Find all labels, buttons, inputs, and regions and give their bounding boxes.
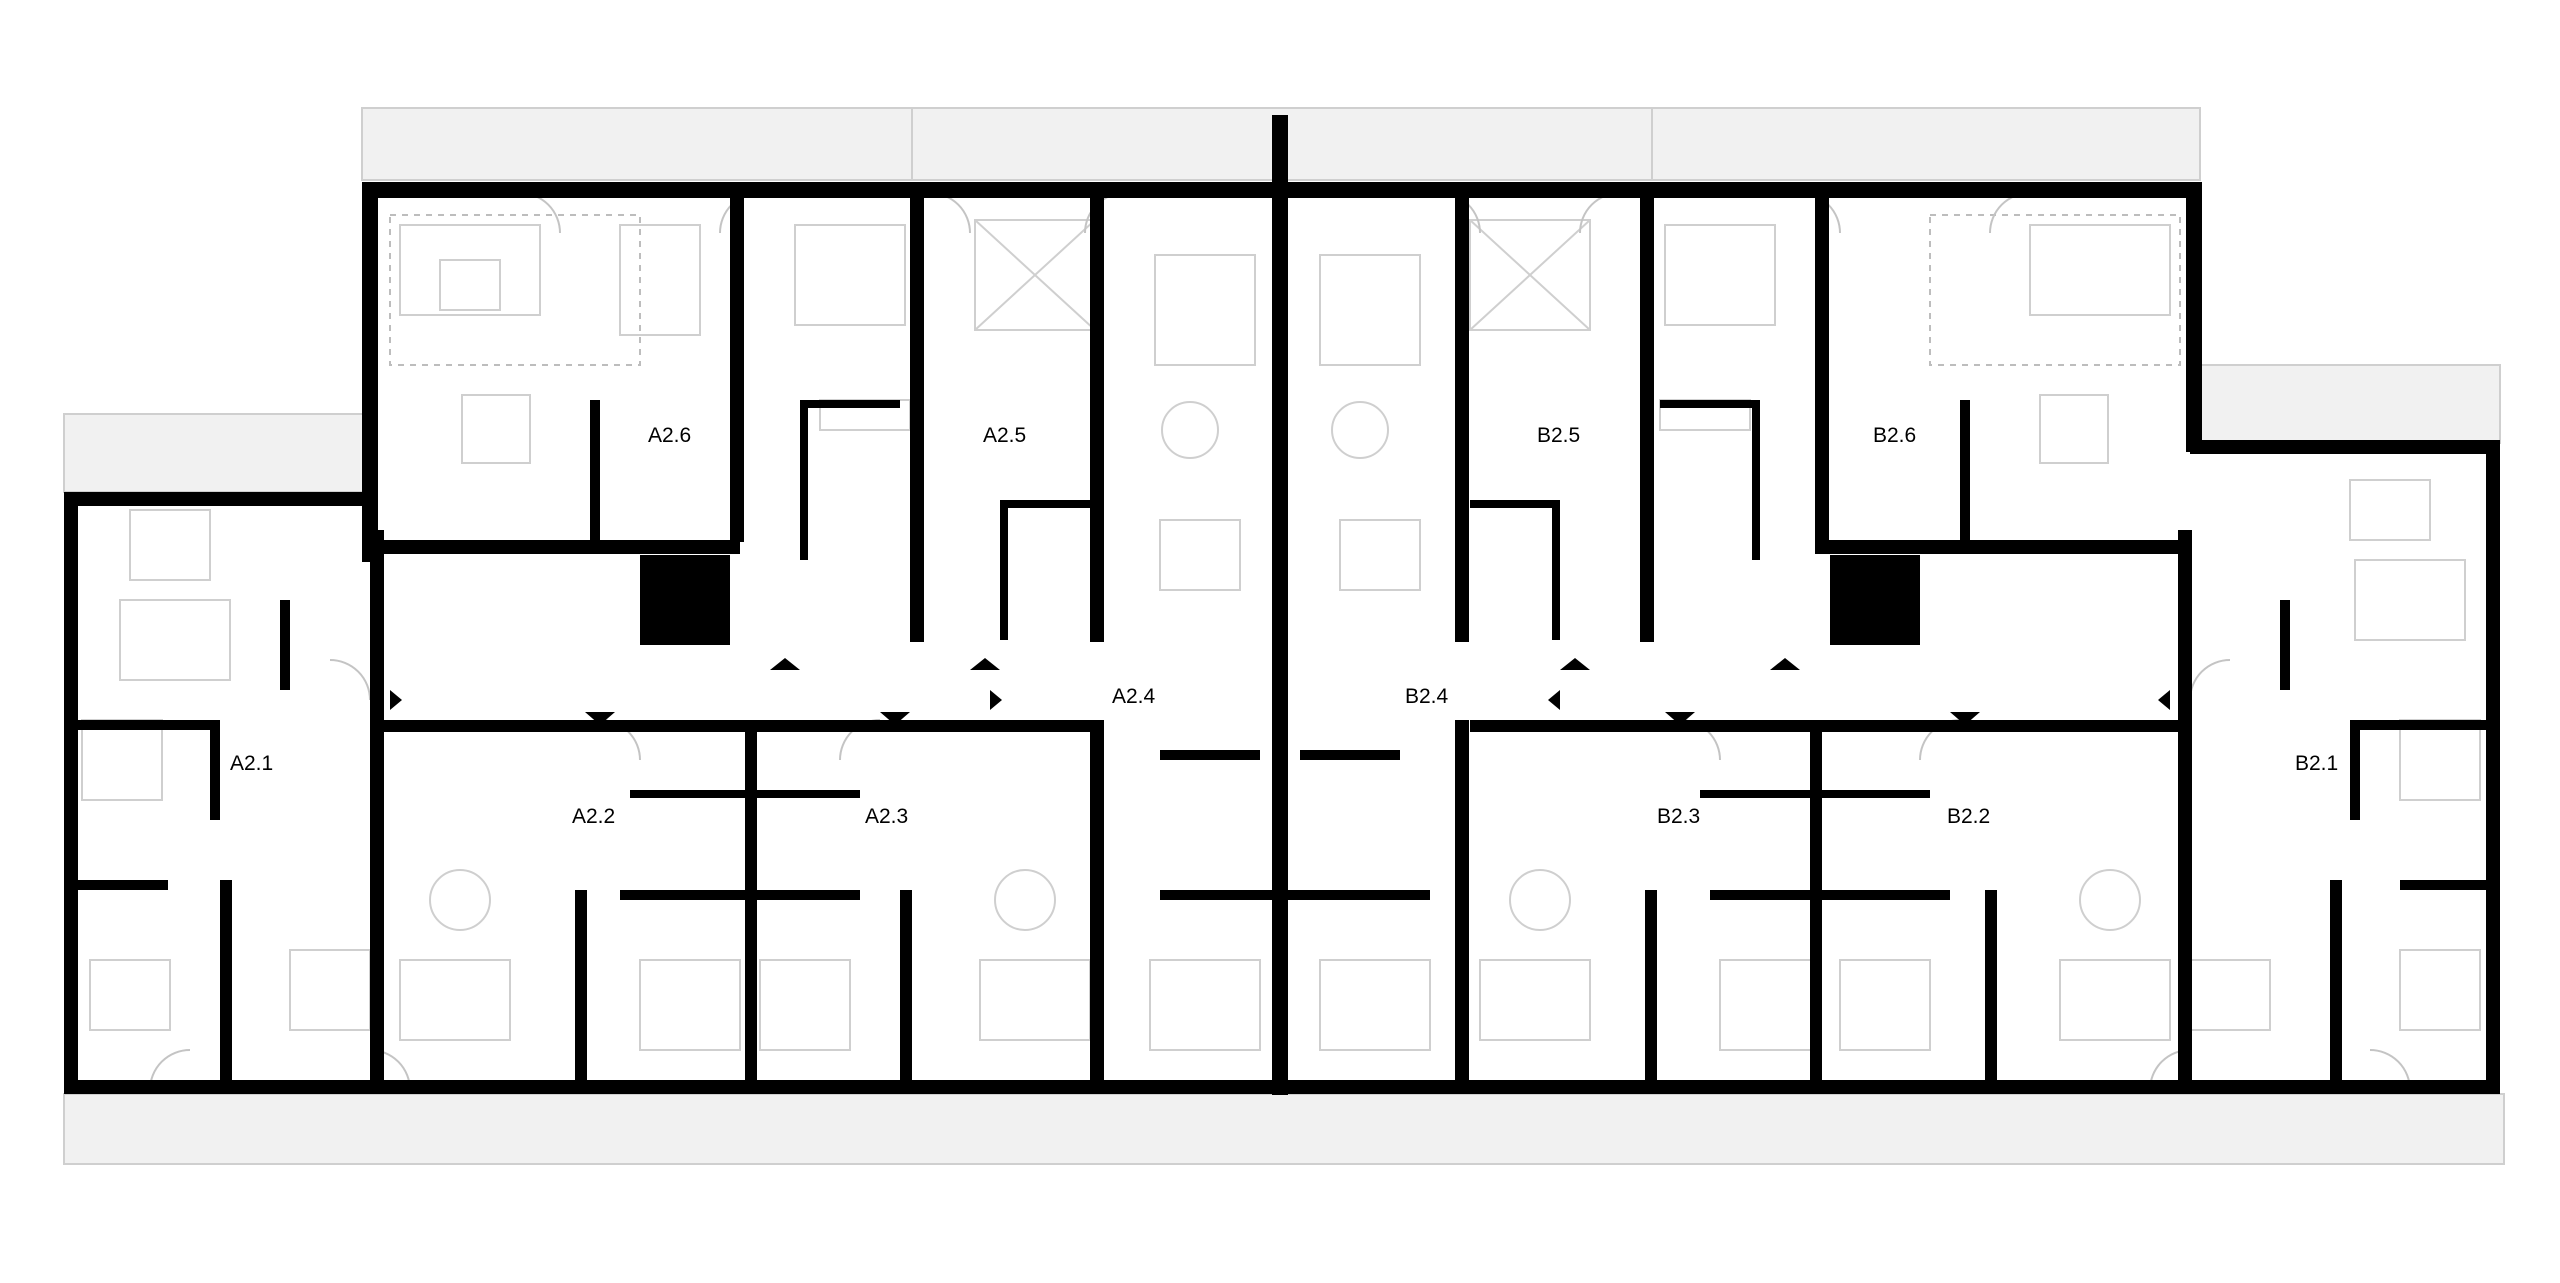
wall-top-a [362, 182, 912, 198]
unit-label-a21: A2.1 [230, 752, 273, 775]
unit-label-b22: B2.2 [1947, 805, 1990, 828]
unit-label-a24: A2.4 [1112, 685, 1156, 708]
wall-center [1272, 115, 1288, 1095]
wall-right-b26 [2186, 182, 2202, 452]
wall-left-a26 [362, 182, 378, 562]
unit-label-a25: A2.5 [983, 424, 1026, 447]
balcony-bottom [63, 1093, 2505, 1165]
balcony-right-b21 [2199, 364, 2501, 444]
entry-markers [390, 658, 2170, 725]
balconies [63, 107, 2505, 1165]
unit-label-b26: B2.6 [1873, 424, 1916, 447]
furniture [81, 214, 2481, 1051]
unit-label-b21: B2.1 [2295, 752, 2338, 775]
unit-label-b24: B2.4 [1405, 685, 1449, 708]
balcony-left-a21 [63, 413, 365, 493]
wall-top-b [1652, 182, 2202, 198]
unit-label-b23: B2.3 [1657, 805, 1700, 828]
wall-left-outer [64, 492, 78, 1092]
walls [64, 115, 2500, 1095]
unit-labels: A2.1 A2.2 A2.3 A2.4 A2.5 A2.6 B2.1 B2.2 … [230, 424, 2338, 828]
wall-right-outer [2486, 440, 2500, 1092]
balcony-top-b [1651, 107, 2201, 181]
unit-label-a23: A2.3 [865, 805, 908, 828]
unit-label-a26: A2.6 [648, 424, 691, 447]
unit-label-a22: A2.2 [572, 805, 615, 828]
unit-label-b25: B2.5 [1537, 424, 1580, 447]
balcony-top-a [361, 107, 913, 181]
